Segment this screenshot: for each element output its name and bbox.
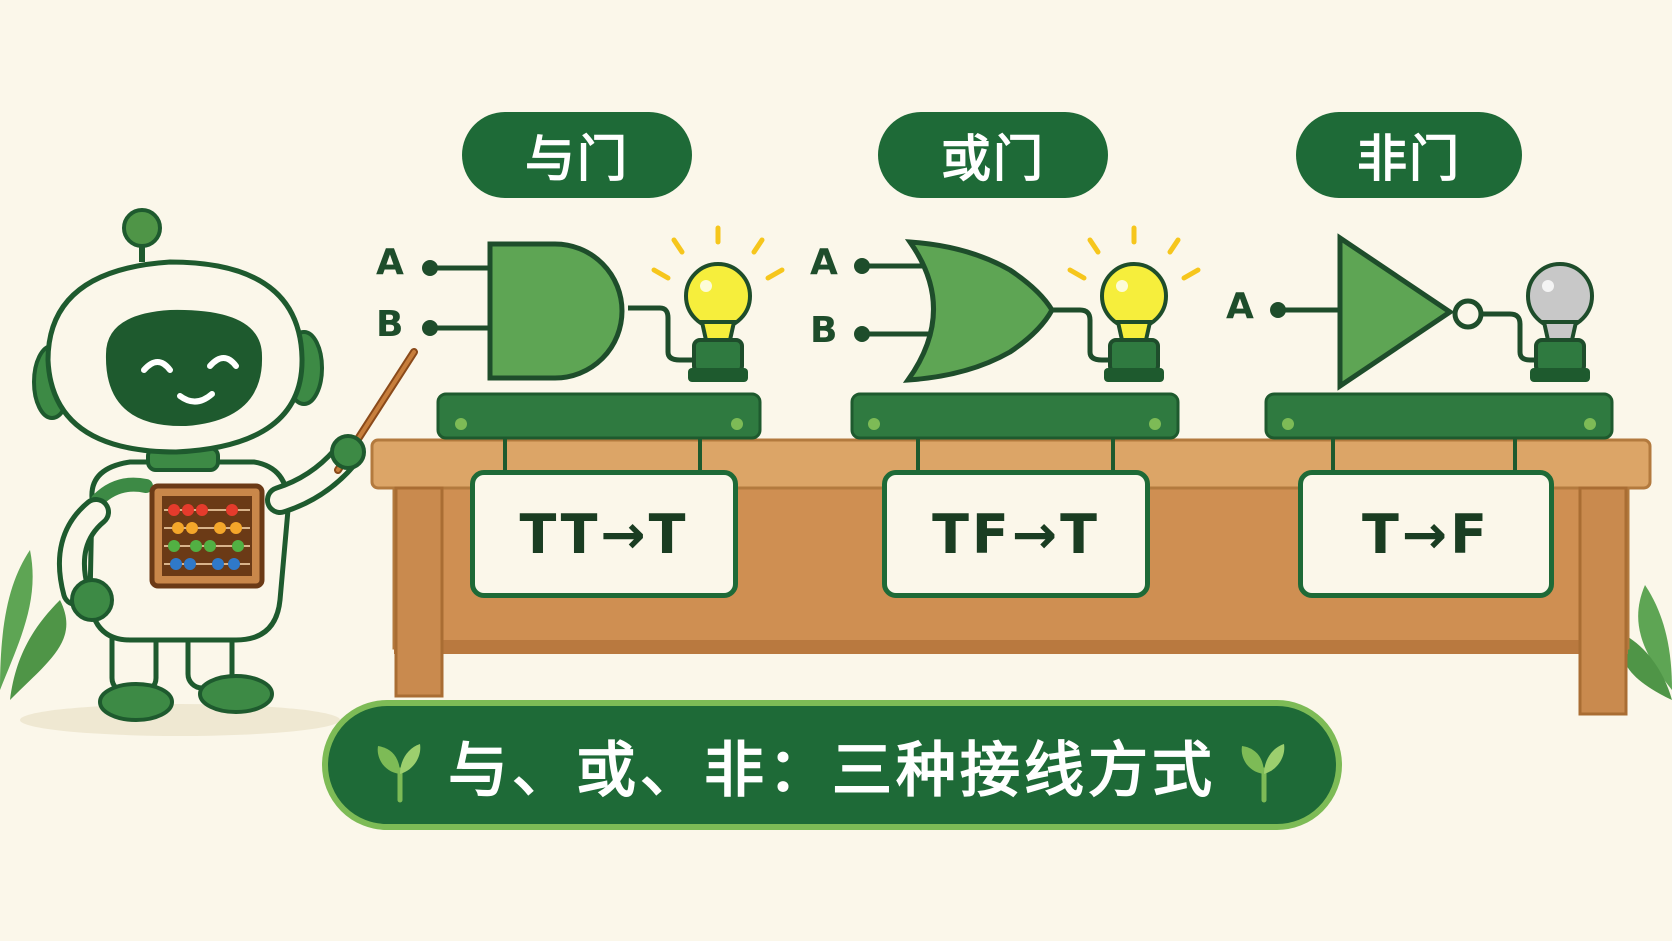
robot-teacher (32, 208, 418, 722)
or-gate-icon (854, 239, 1116, 383)
gate-platform-3 (1264, 392, 1614, 470)
or-gate-title: 或门 (878, 112, 1108, 198)
gate-platform-2 (850, 392, 1180, 470)
robot-antenna (122, 208, 162, 248)
summary-banner: 与、或、非：三种接线方式 (322, 700, 1342, 830)
abacus-icon (149, 483, 265, 589)
and-gate-title: 与门 (462, 112, 692, 198)
sprout-left-icon (377, 744, 421, 803)
or-gate-truth-sign: TF→T (882, 470, 1150, 598)
bulb-icon-3 (1526, 262, 1594, 382)
not-gate-title: 非门 (1296, 112, 1522, 198)
and-gate-input-b-label: B (376, 304, 404, 345)
bulb-icon-2 (1067, 225, 1201, 382)
sprout-right-icon (1241, 744, 1285, 803)
and-gate-truth-sign: TT→T (470, 470, 738, 598)
right-plant-icon (1622, 585, 1672, 700)
ground-shadow (20, 704, 340, 736)
and-gate-input-a-label: A (376, 242, 404, 283)
left-plant-icon (0, 550, 67, 700)
or-gate-input-a-label: A (810, 242, 838, 283)
summary-banner-text: 与、或、非：三种接线方式 (448, 735, 1216, 806)
not-gate-icon (1270, 233, 1540, 391)
bulb-icon-1 (651, 225, 785, 382)
not-gate-truth-sign: T→F (1298, 470, 1554, 598)
robot-face-screen (105, 309, 263, 427)
not-gate-input-a-label: A (1226, 286, 1254, 327)
or-gate-input-b-label: B (810, 310, 838, 351)
gate-platform-1 (436, 392, 762, 470)
and-gate-icon (422, 241, 700, 381)
